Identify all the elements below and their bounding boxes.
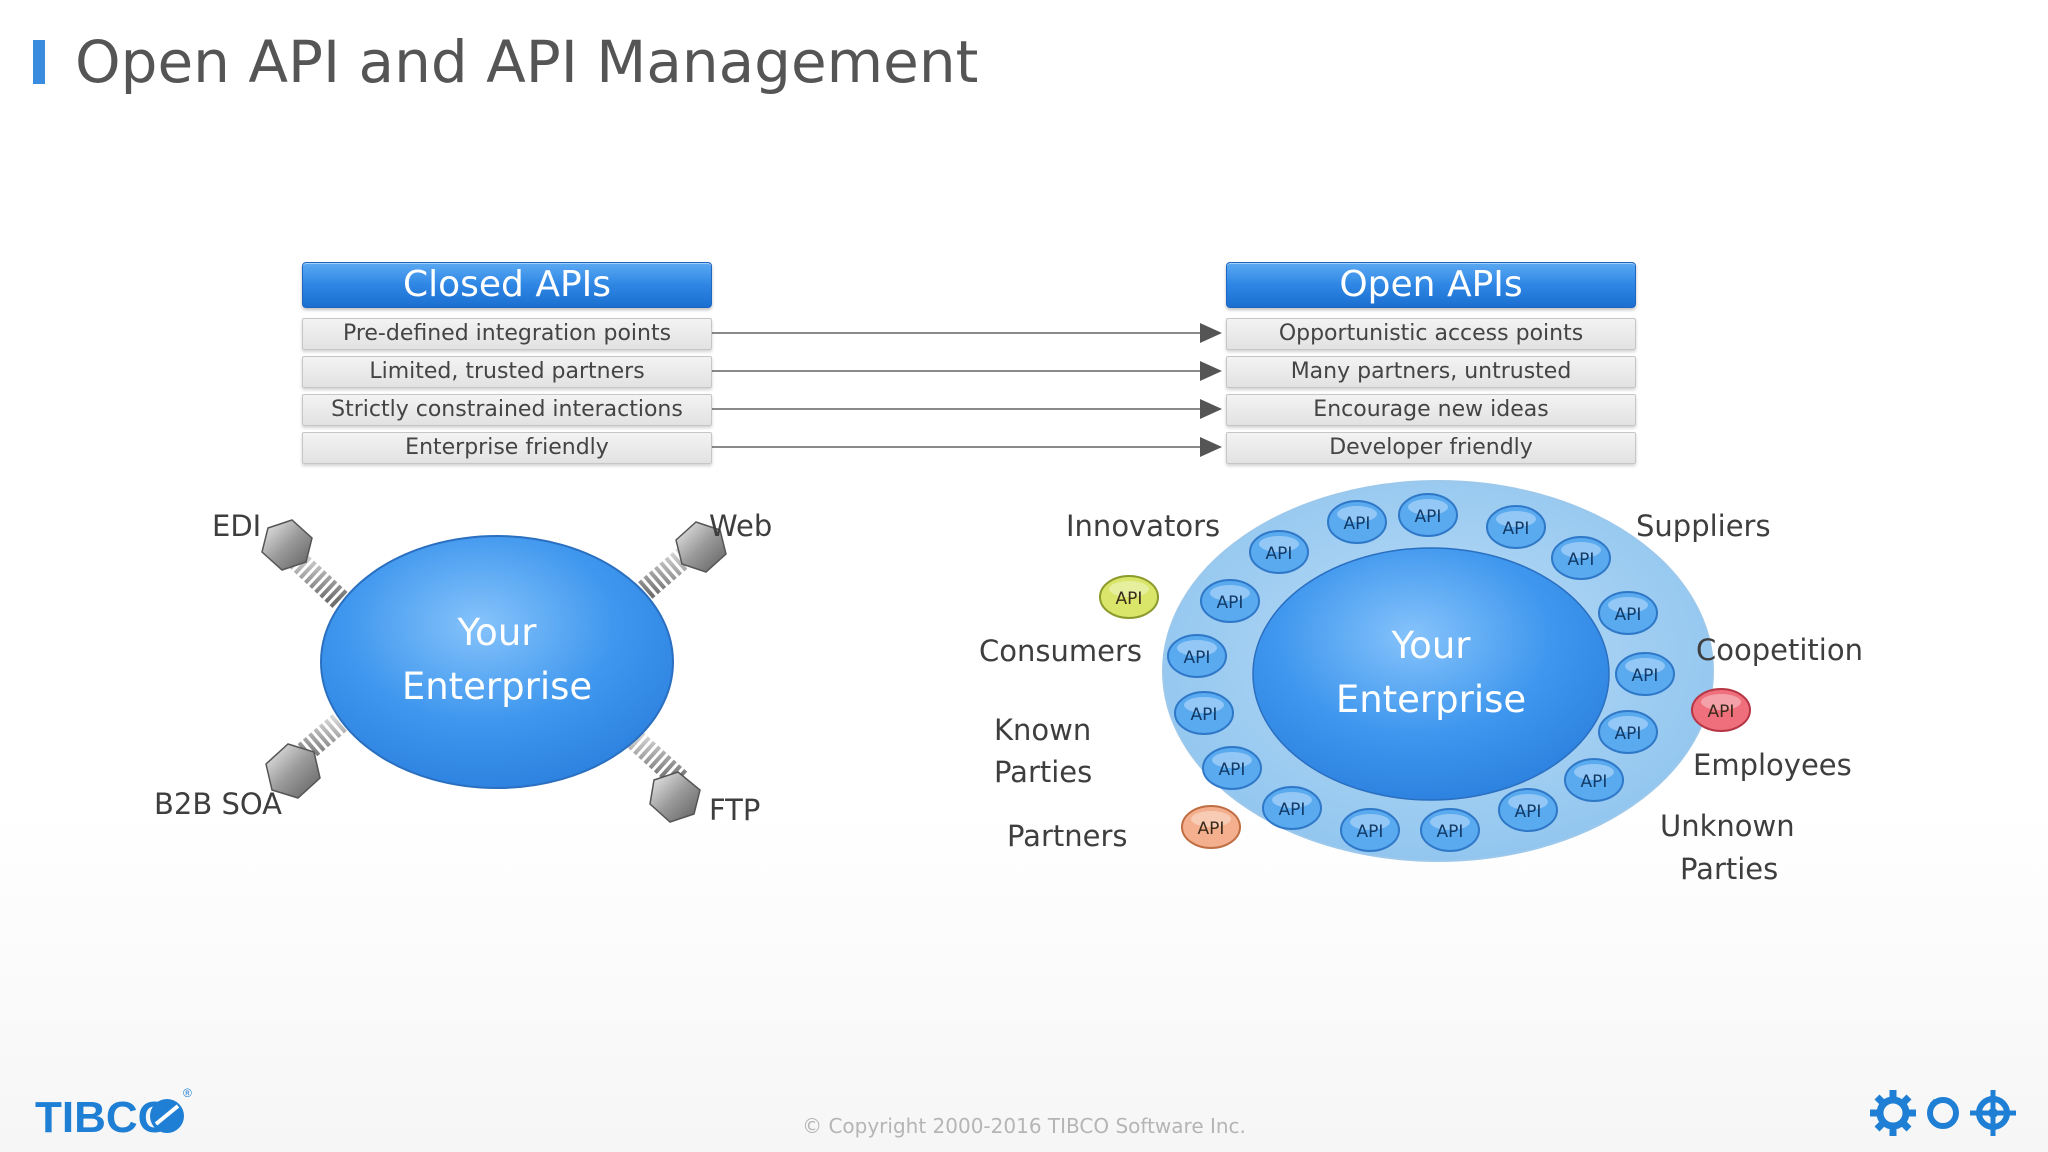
api-bubble-label: API (1357, 822, 1384, 842)
api-bubble-label: API (1615, 724, 1642, 744)
api-bubble: API (1327, 500, 1387, 544)
api-bubble-label: API (1217, 593, 1244, 613)
label-partners: Partners (1007, 819, 1128, 853)
api-bubble: API (1262, 786, 1322, 830)
api-bubble-label: API (1581, 772, 1608, 792)
tibco-logo: TIBCO ® (35, 1086, 192, 1142)
open-apis-heading: Open APIs (1226, 262, 1636, 308)
label-unknown-2: Parties (1680, 852, 1779, 886)
api-bubble-external: API (1181, 805, 1241, 849)
api-bubble-label: API (1191, 705, 1218, 725)
open-enterprise-label: Your Enterprise (1321, 619, 1541, 727)
label-employees: Employees (1693, 748, 1852, 782)
open-enterprise-line2: Enterprise (1335, 678, 1527, 721)
label-suppliers: Suppliers (1636, 509, 1771, 543)
api-bubble-label: API (1198, 819, 1225, 839)
api-bubble: API (1420, 808, 1480, 852)
api-bubble: API (1167, 634, 1227, 678)
api-bubble-label: API (1415, 507, 1442, 527)
label-consumers: Consumers (979, 634, 1142, 668)
api-bubble: API (1598, 710, 1658, 754)
api-bubble: API (1398, 493, 1458, 537)
closed-enterprise-line1: Your (457, 611, 537, 654)
api-bubble: API (1486, 505, 1546, 549)
open-row-4: Developer friendly (1226, 432, 1636, 464)
label-known-1: Known (994, 713, 1092, 747)
closed-row-2: Limited, trusted partners (302, 356, 712, 388)
title-accent-bar (33, 40, 45, 84)
open-row-1: Opportunistic access points (1226, 318, 1636, 350)
gear-icon[interactable] (1870, 1090, 1916, 1136)
api-bubble-label: API (1344, 514, 1371, 534)
api-bubble: API (1249, 530, 1309, 574)
api-bubble-label: API (1219, 760, 1246, 780)
label-edi: EDI (212, 509, 262, 543)
svg-text:TIBCO: TIBCO (35, 1093, 172, 1142)
api-bubble-external: API (1099, 575, 1159, 619)
api-bubble-label: API (1266, 544, 1293, 564)
api-bubble: API (1551, 536, 1611, 580)
closed-row-1: Pre-defined integration points (302, 318, 712, 350)
api-bubble-label: API (1632, 666, 1659, 686)
api-bubble: API (1615, 652, 1675, 696)
closed-apis-heading: Closed APIs (302, 262, 712, 308)
api-bubble-label: API (1116, 589, 1143, 609)
bolt-b2b-icon (265, 709, 353, 799)
api-bubble: API (1200, 579, 1260, 623)
closed-enterprise-line2: Enterprise (401, 665, 593, 708)
open-enterprise-line1: Your (1391, 624, 1471, 667)
api-bubble-label: API (1279, 800, 1306, 820)
closed-row-4: Enterprise friendly (302, 432, 712, 464)
copyright-footer: © Copyright 2000-2016 TIBCO Software Inc… (802, 1114, 1246, 1138)
api-bubble: API (1564, 758, 1624, 802)
label-unknown-1: Unknown (1660, 809, 1795, 843)
label-ftp: FTP (709, 793, 761, 827)
api-bubble: API (1202, 746, 1262, 790)
api-bubble-label: API (1515, 802, 1542, 822)
label-known-2: Parties (994, 755, 1093, 789)
api-bubble-label: API (1503, 519, 1530, 539)
label-innovators: Innovators (1066, 509, 1221, 543)
api-bubble-label: API (1184, 648, 1211, 668)
page-title: Open API and API Management (75, 28, 979, 96)
bolt-web-icon (632, 521, 727, 604)
api-bubble: API (1340, 808, 1400, 852)
api-bubble-label: API (1615, 605, 1642, 625)
svg-text:®: ® (183, 1086, 192, 1100)
api-bubble: API (1598, 591, 1658, 635)
target-icon[interactable] (1970, 1090, 2016, 1136)
api-bubble-label: API (1568, 550, 1595, 570)
open-row-3: Encourage new ideas (1226, 394, 1636, 426)
open-enterprise-ellipse (1252, 547, 1610, 801)
api-bubble-external: API (1691, 688, 1751, 732)
api-bubble: API (1498, 788, 1558, 832)
label-b2b-soa: B2B SOA (154, 787, 283, 821)
api-bubble: API (1174, 691, 1234, 735)
api-bubble-label: API (1437, 822, 1464, 842)
open-row-2: Many partners, untrusted (1226, 356, 1636, 388)
bolt-edi-icon (261, 519, 348, 609)
label-coopetition: Coopetition (1696, 633, 1863, 667)
bolt-ftp-icon (622, 726, 701, 823)
closed-enterprise-ellipse (320, 535, 674, 789)
closed-row-3: Strictly constrained interactions (302, 394, 712, 426)
circle-icon[interactable] (1927, 1097, 1959, 1129)
label-web: Web (709, 509, 773, 543)
closed-enterprise-label: Your Enterprise (397, 606, 597, 714)
api-bubble-label: API (1708, 702, 1735, 722)
